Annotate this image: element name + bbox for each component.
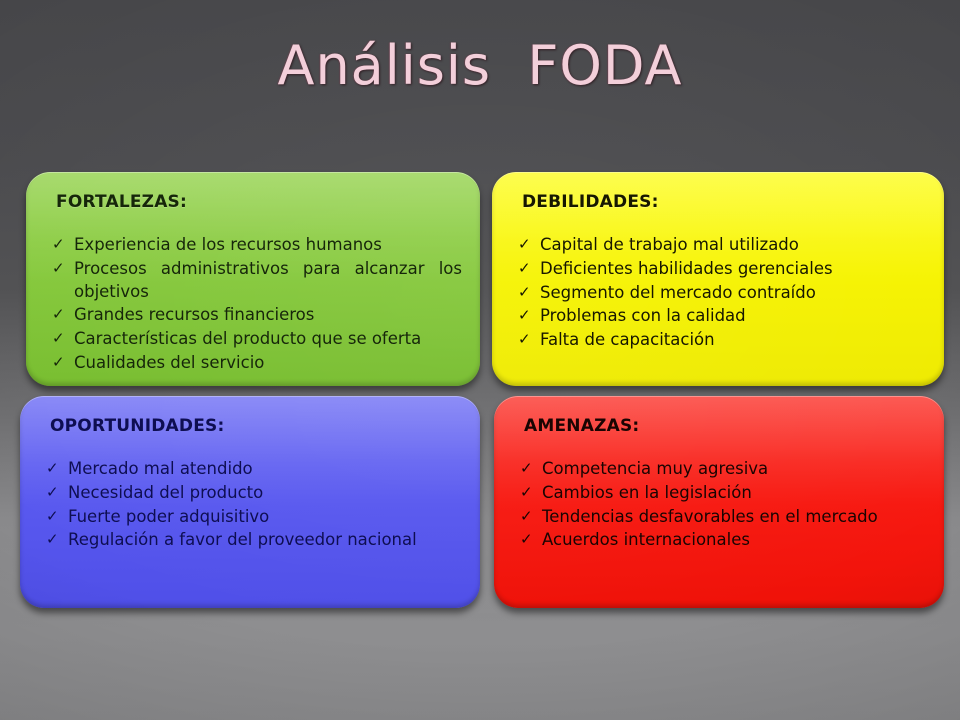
bullet-label: Competencia muy agresiva [542, 459, 769, 478]
check-icon: ✓ [518, 330, 531, 349]
bullet-label: Experiencia de los recursos humanos [74, 235, 382, 254]
quadrant-threats[interactable]: AMENAZAS: ✓ Competencia muy agresiva ✓ Camb… [494, 396, 944, 608]
bullet-item: ✓ Acuerdos internacionales [520, 529, 928, 552]
check-icon: ✓ [46, 459, 59, 477]
check-icon: ✓ [46, 506, 59, 525]
check-icon: ✓ [520, 506, 533, 525]
bullet-label: Grandes recursos financieros [74, 305, 315, 325]
bullet-item: ✓ Regulación a favor del proveedor nacion… [46, 529, 464, 552]
bullet-label: Capital de trabajo mal utilizado [540, 235, 799, 254]
bullet-item: ✓ Cambios en la legislación [520, 482, 928, 505]
bullet-label: Falta de capacitación [540, 330, 715, 350]
quadrant-weaknesses-list: ✓ Capital de trabajo mal utilizado ✓ Defici… [518, 234, 928, 352]
check-icon: ✓ [518, 258, 531, 277]
quadrant-opportunities-list: ✓ Mercado mal atendido ✓ Necesidad del prod… [46, 458, 464, 552]
quadrant-opportunities[interactable]: OPORTUNIDADES: ✓ Mercado mal atendido ✓ Nec… [20, 396, 480, 608]
bullet-label: Segmento del mercado contraído [540, 282, 816, 302]
bullet-item: ✓ Segmento del mercado contraído [518, 282, 928, 305]
check-icon: ✓ [520, 530, 533, 549]
quadrant-weaknesses[interactable]: DEBILIDADES: ✓ Capital de trabajo mal uti… [492, 172, 944, 386]
bullet-item: ✓ Capital de trabajo mal utilizado [518, 234, 928, 257]
check-icon: ✓ [52, 235, 65, 253]
quadrant-opportunities-title: OPORTUNIDADES: [50, 416, 225, 436]
bullet-label: Características del producto que se ofer… [74, 329, 422, 349]
check-icon: ✓ [52, 352, 65, 371]
quadrant-weaknesses-title: DEBILIDADES: [522, 192, 659, 212]
title-area: Análisis FODA [0, 34, 960, 97]
bullet-item: ✓ Grandes recursos financieros [52, 304, 464, 327]
bullet-item: ✓ Falta de capacitación [518, 329, 928, 352]
bullet-item: ✓ Mercado mal atendido [46, 458, 464, 481]
quadrant-threats-title: AMENAZAS: [524, 416, 640, 436]
bullet-item: ✓ Características del producto que se ofe… [52, 328, 464, 351]
page-title: Análisis FODA [277, 34, 683, 97]
bullet-label: Fuerte poder adquisitivo [68, 506, 270, 526]
bullet-label: Cambios en la legislación [542, 482, 752, 502]
bullet-item: ✓ Problemas con la calidad [518, 305, 928, 328]
check-icon: ✓ [518, 306, 531, 325]
bullet-item: ✓ Competencia muy agresiva [520, 458, 928, 481]
bullet-label: Regulación a favor del proveedor naciona… [68, 530, 417, 550]
check-icon: ✓ [46, 482, 59, 501]
quadrant-threats-list: ✓ Competencia muy agresiva ✓ Cambios en la … [520, 458, 928, 552]
check-icon: ✓ [46, 530, 59, 549]
bullet-label: Tendencias desfavorables en el mercado [542, 506, 878, 526]
bullet-item: ✓ Tendencias desfavorables en el mercado [520, 506, 928, 529]
check-icon: ✓ [52, 258, 65, 277]
check-icon: ✓ [520, 482, 533, 501]
bullet-label: Necesidad del producto [68, 482, 264, 502]
bullet-label: Problemas con la calidad [540, 306, 746, 326]
quadrant-strengths[interactable]: FORTALEZAS: ✓ Experiencia de los recursos… [26, 172, 480, 386]
bullet-item: ✓ Procesos administrativos para alcanzar … [52, 258, 464, 304]
bullet-item: ✓ Deficientes habilidades gerenciales [518, 258, 928, 281]
quadrant-strengths-title: FORTALEZAS: [56, 192, 187, 212]
bullet-item: ✓ Experiencia de los recursos humanos [52, 234, 464, 257]
bullet-label: Cualidades del servicio [74, 352, 265, 372]
check-icon: ✓ [518, 235, 531, 253]
check-icon: ✓ [518, 282, 531, 301]
bullet-item: ✓ Necesidad del producto [46, 482, 464, 505]
bullet-label: Acuerdos internacionales [542, 530, 750, 550]
bullet-item: ✓ Fuerte poder adquisitivo [46, 506, 464, 529]
check-icon: ✓ [520, 459, 533, 477]
bullet-label: Mercado mal atendido [68, 459, 253, 478]
bullet-label: Deficientes habilidades gerenciales [540, 258, 833, 278]
check-icon: ✓ [52, 305, 65, 324]
check-icon: ✓ [52, 329, 65, 348]
quadrant-strengths-list: ✓ Experiencia de los recursos humanos ✓ Pro… [52, 234, 464, 375]
bullet-item: ✓ Cualidades del servicio [52, 352, 464, 375]
bullet-label: Procesos administrativos para alcanzar l… [74, 258, 462, 301]
